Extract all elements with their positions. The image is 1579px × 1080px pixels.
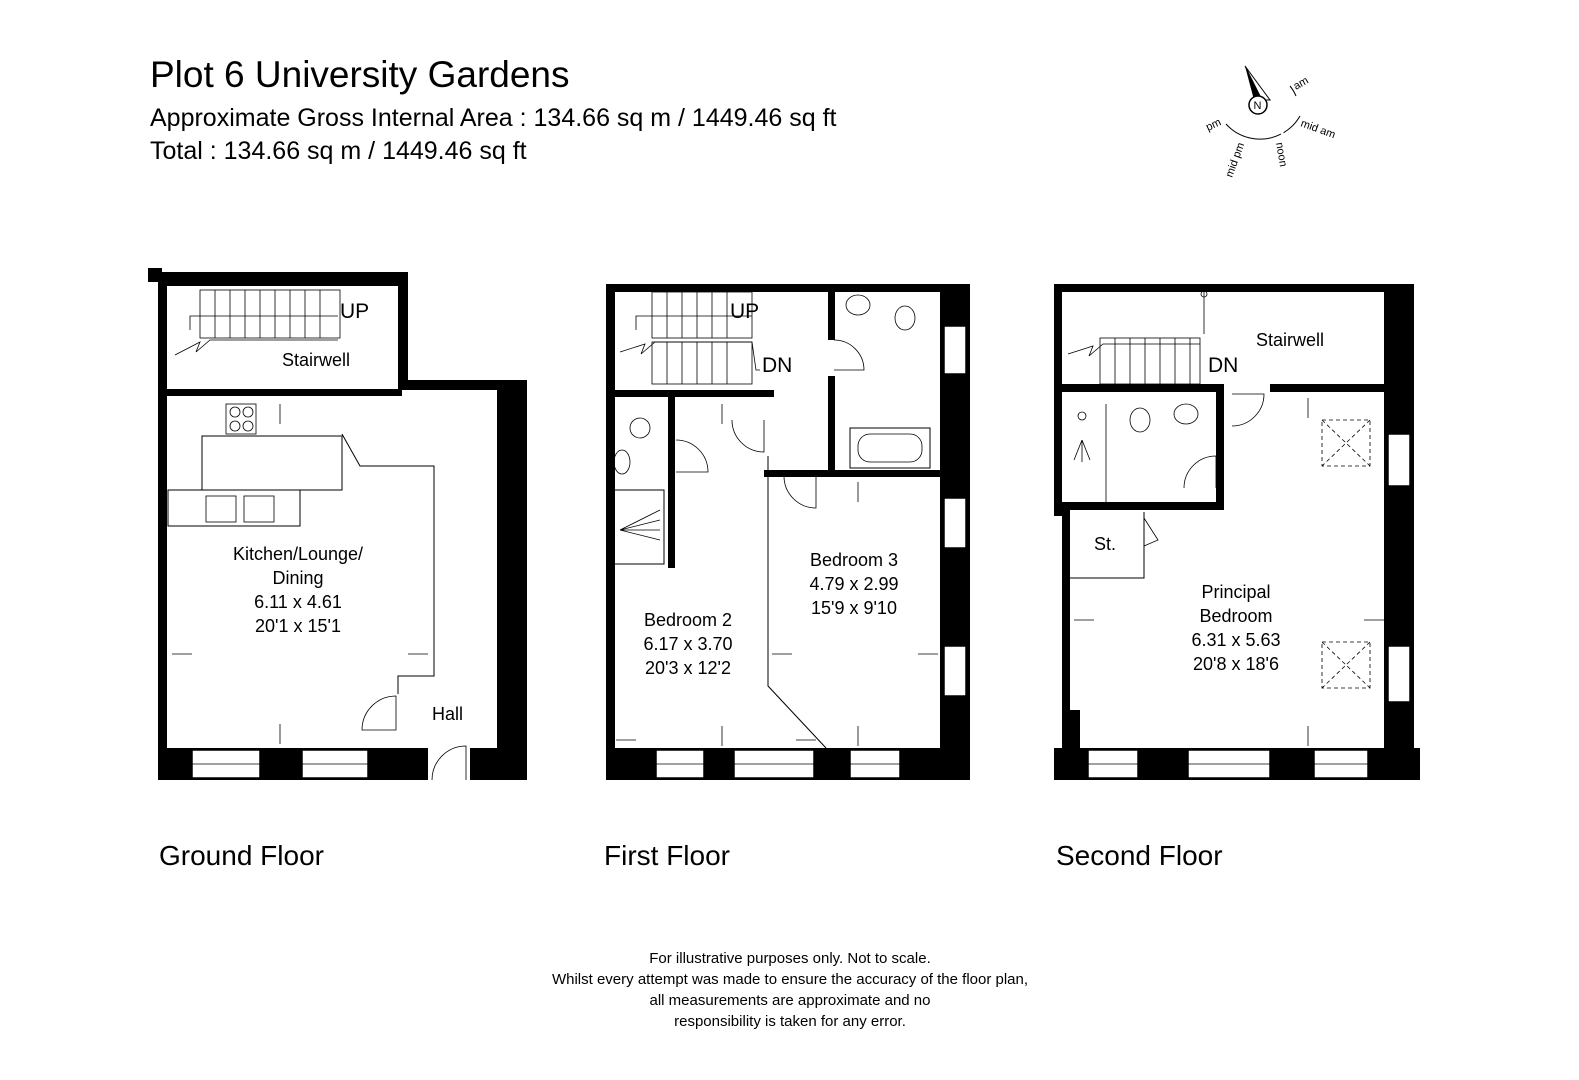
compass: N am mid am noon mid pm pm — [1204, 65, 1337, 179]
bedroom2-imperial: 20'3 x 12'2 — [645, 658, 731, 678]
bedroom3-metric: 4.79 x 2.99 — [809, 574, 898, 594]
ground-stairs-up: UP — [340, 300, 369, 323]
ground-floor-label: Ground Floor — [159, 840, 324, 871]
ground-stairwell-label: Stairwell — [282, 350, 350, 370]
ground-floor-plan: UP Stairwell Kitchen/Lounge/ Dining 6.11… — [148, 268, 527, 781]
bedroom2-name: Bedroom 2 — [644, 610, 732, 630]
compass-mid-pm: mid pm — [1224, 141, 1248, 179]
kitchen-name-line1: Kitchen/Lounge/ — [233, 544, 363, 564]
plan-title: Plot 6 University Gardens — [150, 54, 570, 95]
compass-noon: noon — [1273, 141, 1289, 167]
second-floor-plan: Stairwell DN St. Principal Bedroom 6.31 … — [1054, 284, 1420, 780]
first-floor-plan: UP DN Bedroom 2 6.17 x 3.70 20'3 x 12'2 … — [606, 284, 970, 780]
compass-am: am — [1292, 75, 1311, 93]
second-floor-label: Second Floor — [1056, 840, 1223, 871]
principal-name-line2: Bedroom — [1199, 606, 1272, 626]
bedroom3-name: Bedroom 3 — [810, 550, 898, 570]
disclaimer-line: all measurements are approximate and no — [649, 992, 931, 1009]
kitchen-metric: 6.11 x 4.61 — [254, 592, 342, 612]
disclaimer-line: For illustrative purposes only. Not to s… — [649, 950, 931, 967]
gross-internal-area: Approximate Gross Internal Area : 134.66… — [150, 104, 837, 132]
first-stairs-up: UP — [730, 300, 759, 323]
total-area: Total : 134.66 sq m / 1449.46 sq ft — [150, 137, 527, 165]
disclaimer-line: responsibility is taken for any error. — [674, 1013, 906, 1030]
principal-metric: 6.31 x 5.63 — [1191, 630, 1280, 650]
principal-name-line1: Principal — [1201, 582, 1270, 602]
kitchen-imperial: 20'1 x 15'1 — [255, 616, 341, 636]
first-stairs-down: DN — [762, 354, 792, 377]
bedroom3-imperial: 15'9 x 9'10 — [811, 598, 897, 618]
principal-imperial: 20'8 x 18'6 — [1193, 654, 1279, 674]
second-stairwell-label: Stairwell — [1256, 330, 1324, 350]
compass-pm: pm — [1204, 116, 1223, 133]
compass-north-label: N — [1254, 100, 1262, 112]
bedroom2-metric: 6.17 x 3.70 — [643, 634, 732, 654]
second-stairs-down: DN — [1208, 354, 1238, 377]
hall-label: Hall — [432, 704, 463, 724]
kitchen-name-line2: Dining — [272, 568, 323, 588]
compass-mid-am: mid am — [1299, 118, 1337, 142]
first-floor-label: First Floor — [604, 840, 730, 871]
store-label: St. — [1094, 534, 1116, 554]
disclaimer: For illustrative purposes only. Not to s… — [490, 948, 1090, 1032]
disclaimer-line: Whilst every attempt was made to ensure … — [551, 971, 1029, 988]
